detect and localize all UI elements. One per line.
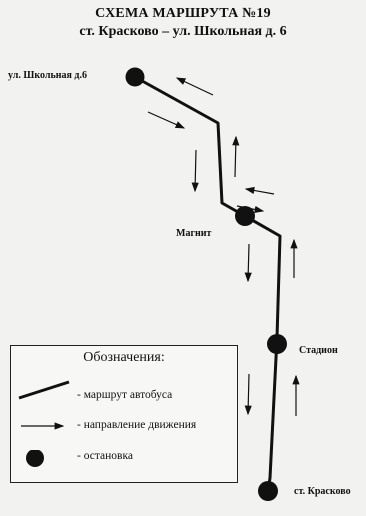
route-line-icon [18,380,70,400]
direction-arrow-5 [244,186,275,195]
legend-label-stop: - остановка [77,450,133,462]
stop-dot-magnit [235,206,255,226]
legend-item-direction: - направление движения [17,416,233,436]
legend-label-route: - маршрут автобуса [77,389,173,401]
stop-label-magnit: Магнит [176,228,212,239]
direction-arrow-3 [191,149,199,193]
stop-label-stadium: Стадион [299,345,338,356]
direction-arrow-2 [147,111,186,129]
direction-arrow-9 [244,373,252,416]
stop-label-kraskovo: ст. Красково [294,486,351,497]
map-title: СХЕМА МАРШРУТА №19 [95,6,271,21]
stop-dot-stadium [267,334,287,354]
map-subtitle: ст. Красково – ул. Школьная д. 6 [79,24,287,39]
legend-item-route: - маршрут автобуса [17,380,233,401]
direction-arrow-4 [232,135,240,178]
legend-item-stop: - остановка [17,450,233,470]
stop-dot-school [125,67,145,87]
direction-arrow-icon [21,422,65,430]
legend-label-direction: - направление движения [77,419,197,431]
bus-route-line [134,75,282,491]
stop-dot-icon [26,450,44,467]
stop-dot-kraskovo [258,481,278,501]
direction-arrow-7 [244,243,252,283]
legend: Обозначения: - маршрут автобуса - направ… [10,345,238,483]
direction-arrow-1 [175,77,214,96]
legend-title: Обозначения: [83,350,165,365]
stop-label-school: ул. Школьная д.6 [8,70,87,81]
